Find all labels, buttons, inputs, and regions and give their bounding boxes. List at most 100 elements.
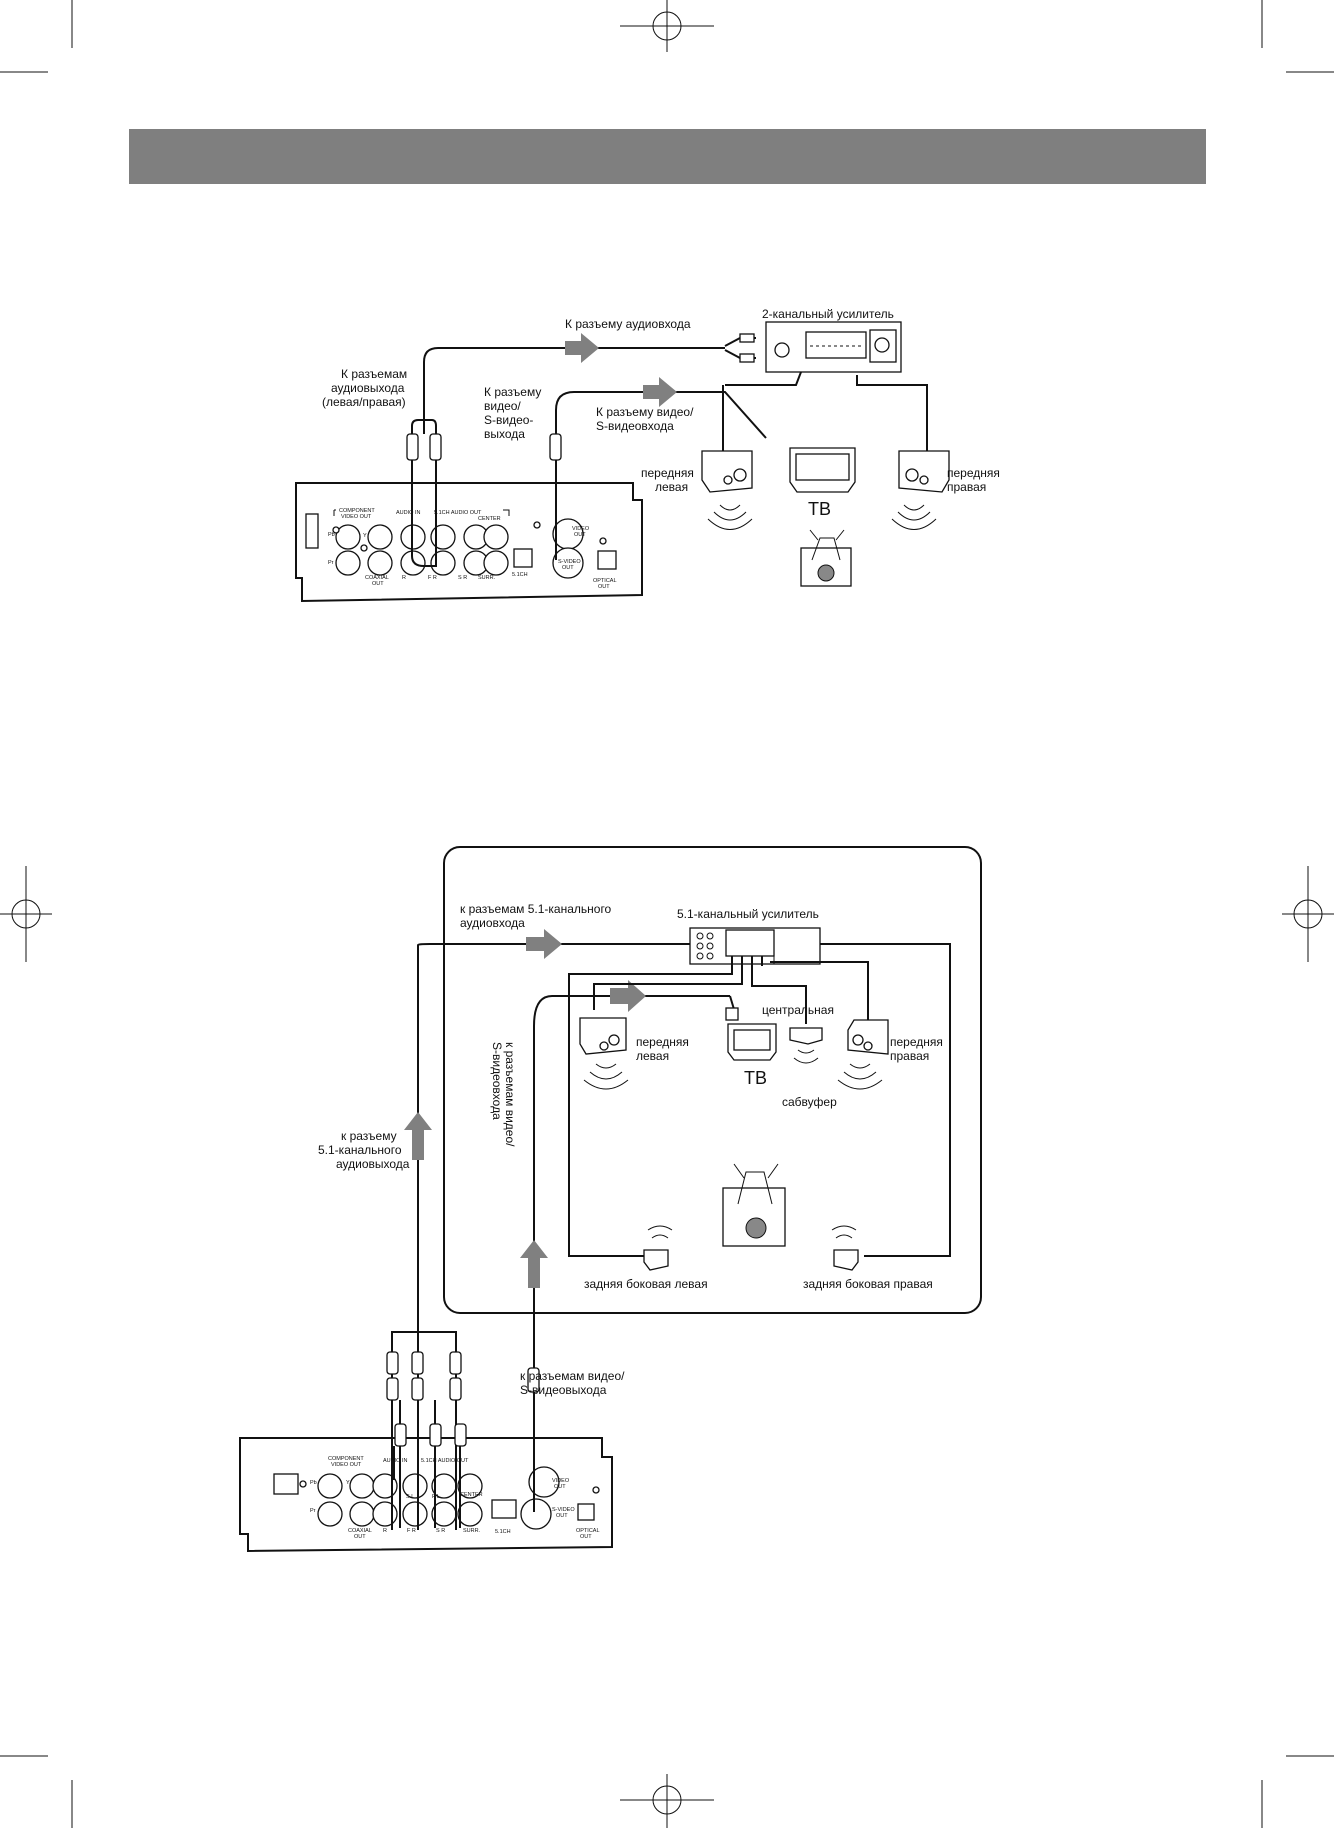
diagram-label: правая [947,480,986,494]
diagram-label: OUT [580,1534,592,1540]
tv-2 [725,1007,777,1061]
rca-plugs-51 [386,1351,540,1447]
direction-arrows-2 [404,929,646,1288]
diagram-label: Y [346,1480,350,1486]
diagram-51ch: COMPONENT VIDEO OUT AUDIO IN 5.1CH AUDIO… [239,846,982,1553]
diagram-label: аудиовыхода [331,381,405,395]
cables-diagram-2 [391,943,737,1530]
cables-diagram-1 [411,333,928,567]
amplifier-51 [689,927,821,966]
diagram-2ch: COMPONENT VIDEO OUT AUDIO IN 5.1CH AUDIO… [295,307,1000,603]
diagram-label: S-VIDEO [558,559,581,565]
registration-mark-left [0,866,52,962]
diagram-label: к разъемам видео/ [503,1042,517,1147]
diagram-label: COMPONENT [328,1456,364,1462]
diagram-label: 5.1-канального [318,1143,402,1157]
diagram-label: к разъемам 5.1-канального [460,902,612,916]
diagram-label: VIDEO OUT [341,514,372,520]
diagram-label: Pr [310,1508,316,1514]
audio-in-label: К разъему аудиовхода [565,317,691,331]
diagram-label: ТВ [744,1068,767,1088]
diagram-label: OUT [598,584,610,590]
diagram-label: Y [363,533,367,539]
diagram-label: правая [890,1049,929,1063]
diagram-label: R [383,1528,387,1534]
diagram-label: аудиовхода [460,916,525,930]
room-frame [443,846,982,1314]
video-in-label: К разъему видео/ [596,405,694,419]
diagram-label: OUT [554,1484,566,1490]
diagram-label: выхода [484,427,525,441]
diagram-label: OPTICAL [576,1528,600,1534]
diagram-label: OUT [574,532,586,538]
diagram-label: центральная [762,1003,834,1017]
diagram-label: передняя [947,466,1000,480]
diagram-label: AUDIO IN [396,510,420,516]
registration-mark-bottom [620,1774,714,1828]
diagram-label: 5.1CH AUDIO OUT [421,1458,469,1464]
diagram-label: S-видео- [484,413,533,427]
registration-mark-top [620,0,714,52]
diagram-label: S R [458,575,467,581]
diagram-label: Pb [310,1480,317,1486]
diagram-label: передняя [636,1035,689,1049]
diagram-label: COAXIAL [365,575,389,581]
diagram-label: передняя [890,1035,943,1049]
player-rear-panel: COMPONENT VIDEO OUT AUDIO IN 5.1CH AUDIO… [295,482,643,603]
speaker-center [789,1027,823,1064]
diagram-label: F R [407,1528,416,1534]
speaker-rear-right [831,1225,859,1271]
diagram-label: SURR. [478,575,496,581]
diagram-label: AUDIO IN [383,1458,407,1464]
tv [789,447,856,493]
diagram-label: COAXIAL [348,1528,372,1534]
amp-label-51: 5.1-канальный усилитель [677,907,819,921]
speaker-wiring [568,943,951,1257]
diagram-label: OUT [562,565,574,571]
diagram-label: 5.1CH [495,1529,511,1535]
diagram-label: CENTER [478,516,501,522]
diagram-label: видео/ [484,399,521,413]
diagram-label: VIDEO OUT [331,1462,362,1468]
diagram-label: R [402,575,406,581]
diagram-label: (левая/правая) [322,395,406,409]
diagram-label: CENTER [460,1492,483,1498]
listener-2 [722,1163,786,1247]
amplifier-2ch [765,321,902,373]
diagram-label: левая [636,1049,669,1063]
diagram-label: S-VIDEO [552,1507,575,1513]
diagram-label: OUT [556,1513,568,1519]
speaker-front-right-2 [837,1019,889,1090]
speaker-front-left-2 [579,1017,629,1090]
diagram-label: S-видеовыхода [520,1383,607,1397]
diagram-label: левая [655,480,688,494]
diagram-label: VIDEO [552,1478,570,1484]
amp-label: 2-канальный усилитель [762,307,894,321]
diagram-label: OUT [372,581,384,587]
diagram-label: 5.1CH AUDIO OUT [434,510,482,516]
diagram-label: задняя боковая правая [803,1277,933,1291]
diagram-label: передняя [641,466,694,480]
direction-arrows [565,333,677,407]
diagram-label: к разъемам видео/ [520,1369,625,1383]
diagram-label: COMPONENT [339,508,375,514]
diagram-label: Pb [328,532,335,538]
registration-mark-right [1282,866,1334,962]
diagram-label: ТВ [808,499,831,519]
diagram-label: 5.1CH [512,572,528,578]
video-out-label: К разъему [484,385,541,399]
diagram-label: S-видеовхода [490,1042,504,1120]
diagram-label: OUT [354,1534,366,1540]
diagram-label: Pr [328,560,334,566]
listener [800,529,852,587]
header-band [129,129,1206,184]
diagram-label: F R [428,575,437,581]
speaker-front-right [891,450,950,530]
diagram-label: S L [406,1494,414,1500]
diagram-label: к разъему [341,1129,397,1143]
diagram-label: S R [436,1528,445,1534]
diagram-label: SURR. [463,1528,481,1534]
